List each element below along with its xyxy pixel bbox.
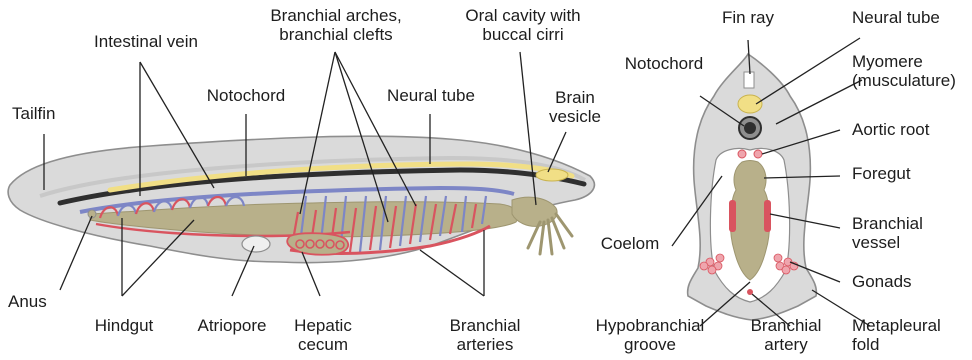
label-branchial-arteries-line2: arteries: [440, 335, 530, 354]
label-neural-tube-side: Neural tube: [376, 86, 486, 105]
label-anus: Anus: [8, 292, 47, 311]
label-intestinal-vein: Intestinal vein: [80, 32, 212, 51]
fin-ray-shape: [744, 72, 754, 88]
label-hypobranchial-groove: Hypobranchial groove: [584, 316, 716, 354]
atriopore-shape: [242, 236, 270, 252]
label-neural-tube-cross: Neural tube: [852, 8, 940, 27]
label-myomere-line1: Myomere: [852, 52, 956, 71]
label-branchial-arches-line2: branchial clefts: [252, 25, 420, 44]
label-metapleural-line2: fold: [852, 335, 941, 354]
label-branchial-vessel-line2: vessel: [852, 233, 923, 252]
label-branchial-arteries-line1: Branchial: [440, 316, 530, 335]
label-metapleural-fold: Metapleural fold: [852, 316, 941, 354]
label-branchial-artery: Branchial artery: [742, 316, 830, 354]
label-fin-ray: Fin ray: [716, 8, 780, 27]
label-coelom: Coelom: [590, 234, 670, 253]
label-oral-cavity: Oral cavity with buccal cirri: [448, 6, 598, 44]
label-branchial-vessel: Branchial vessel: [852, 214, 923, 252]
label-atriopore: Atriopore: [186, 316, 278, 335]
label-hepatic-cecum-line1: Hepatic: [286, 316, 360, 335]
label-foregut: Foregut: [852, 164, 911, 183]
label-branchial-artery-line2: artery: [742, 335, 830, 354]
aortic-root-shape: [738, 150, 746, 158]
label-gonads: Gonads: [852, 272, 912, 291]
branchial-vessel-shape: [729, 200, 736, 232]
label-hypobranchial-line2: groove: [584, 335, 716, 354]
label-brain-vesicle: Brain vesicle: [540, 88, 610, 126]
lancelet-side-view: [8, 136, 594, 262]
label-hindgut: Hindgut: [82, 316, 166, 335]
label-notochord-cross: Notochord: [612, 54, 716, 73]
neural-tube-cross-shape: [738, 95, 762, 113]
label-hepatic-cecum: Hepatic cecum: [286, 316, 360, 354]
label-brain-vesicle-line2: vesicle: [540, 107, 610, 126]
label-tailfin: Tailfin: [12, 104, 55, 123]
label-metapleural-line1: Metapleural: [852, 316, 941, 335]
label-oral-cavity-line1: Oral cavity with: [448, 6, 598, 25]
label-myomere-line2: (musculature): [852, 71, 956, 90]
label-myomere: Myomere (musculature): [852, 52, 956, 90]
label-hypobranchial-line1: Hypobranchial: [584, 316, 716, 335]
label-brain-vesicle-line1: Brain: [540, 88, 610, 107]
label-branchial-arteries: Branchial arteries: [440, 316, 530, 354]
label-branchial-vessel-line1: Branchial: [852, 214, 923, 233]
label-oral-cavity-line2: buccal cirri: [448, 25, 598, 44]
label-branchial-arches: Branchial arches, branchial clefts: [252, 6, 420, 44]
label-aortic-root: Aortic root: [852, 120, 929, 139]
lancelet-cross-section: [688, 54, 817, 320]
brain-vesicle-shape: [536, 169, 568, 181]
label-branchial-artery-line1: Branchial: [742, 316, 830, 335]
label-branchial-arches-line1: Branchial arches,: [252, 6, 420, 25]
label-notochord-side: Notochord: [190, 86, 302, 105]
label-hepatic-cecum-line2: cecum: [286, 335, 360, 354]
